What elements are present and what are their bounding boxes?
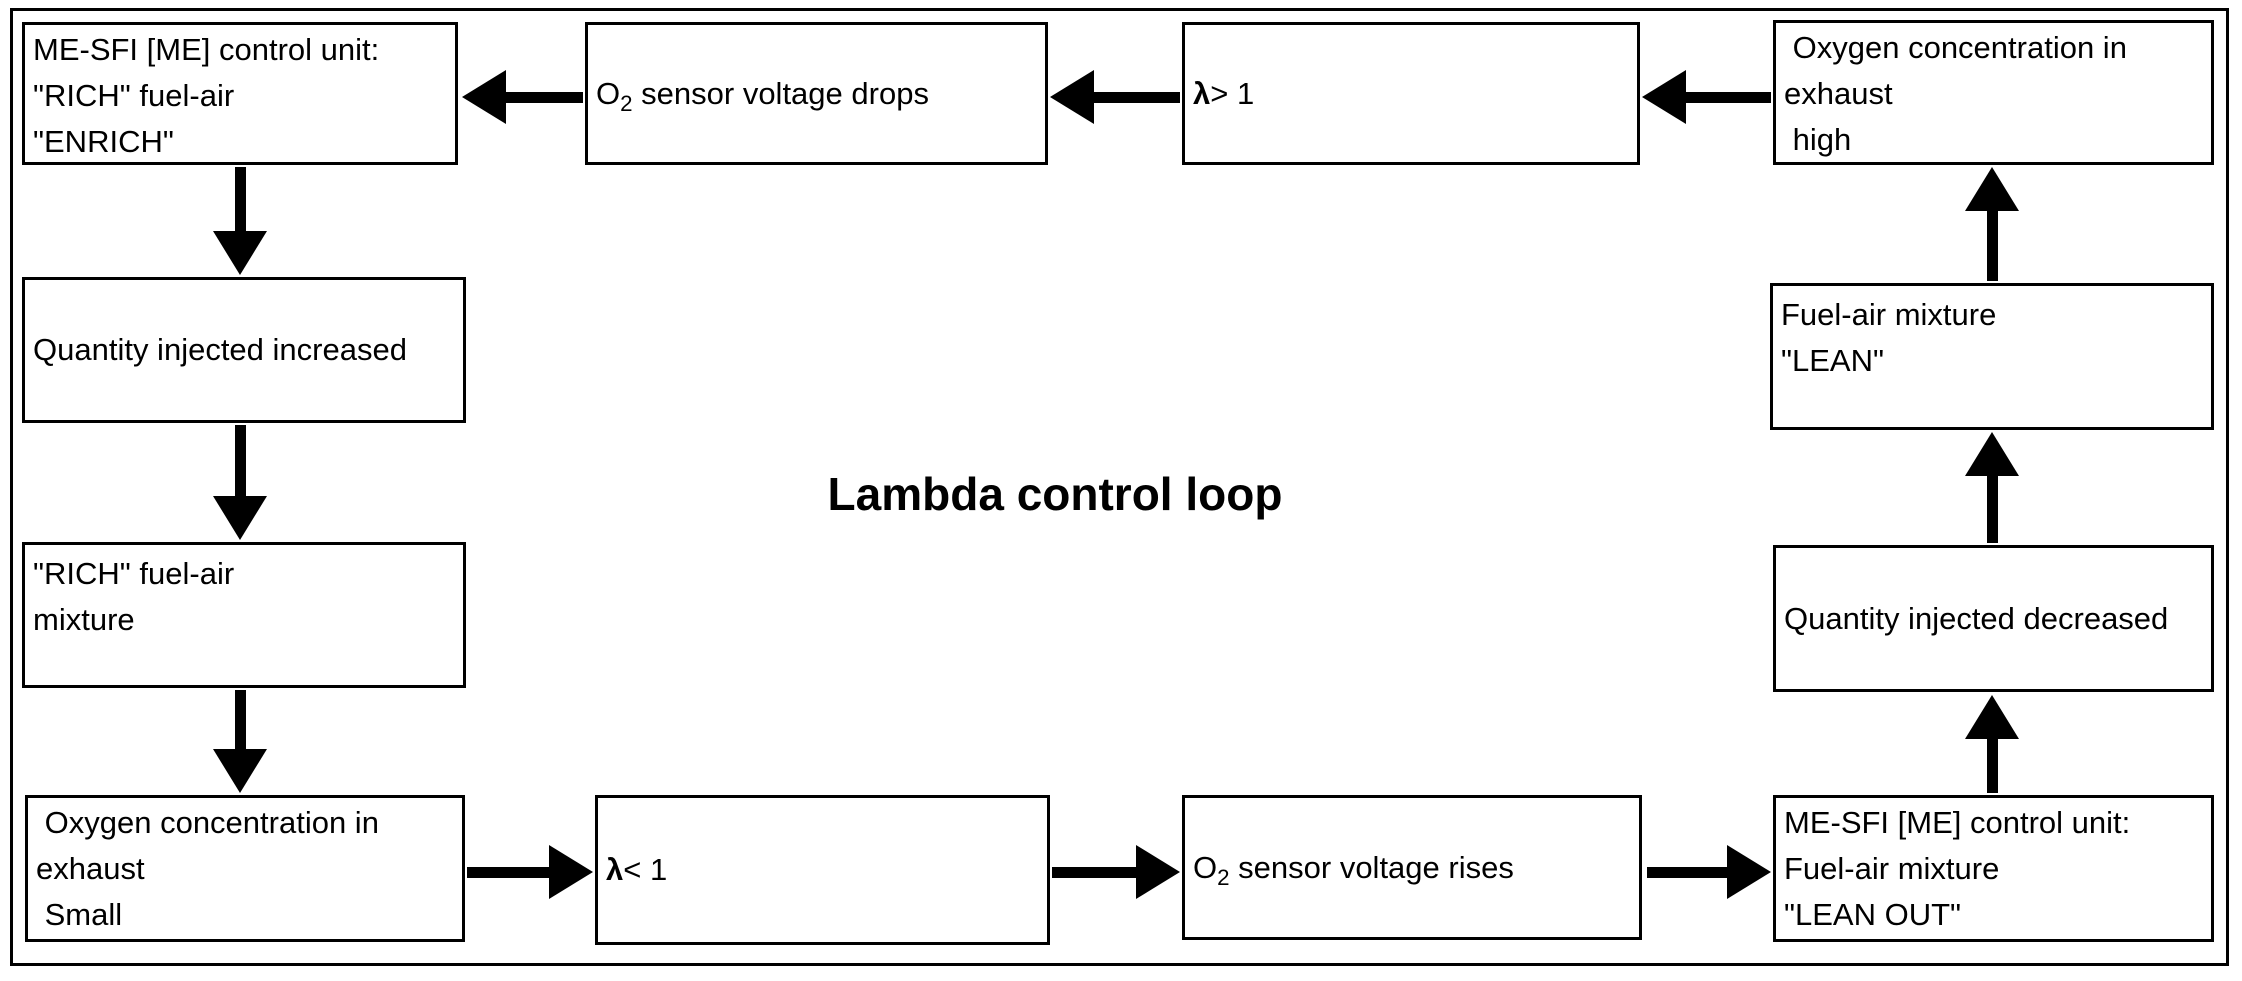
node-oxygen-concentration-small: Oxygen concentration in exhaust Small: [25, 795, 465, 942]
node-text-line: Fuel-air mixture: [1784, 851, 2000, 886]
node-lambda-greater-1: λ> 1: [1182, 22, 1640, 165]
node-me-sfi-lean-out: ME-SFI [ME] control unit: Fuel-air mixtu…: [1773, 795, 2214, 942]
node-o2-sensor-voltage-drops: O2 sensor voltage drops: [585, 22, 1048, 165]
node-text-line: Quantity injected increased: [33, 332, 407, 367]
node-text-line: Fuel-air mixture: [1781, 297, 1997, 332]
node-fuel-air-mixture-lean: Fuel-air mixture "LEAN": [1770, 283, 2214, 430]
node-text-line: "LEAN OUT": [1784, 897, 1962, 932]
node-text-line: "LEAN": [1781, 343, 1884, 378]
arrow-down-icon: [213, 167, 267, 275]
node-text-line: Oxygen concentration in: [36, 805, 379, 840]
diagram-title: Lambda control loop: [827, 468, 1283, 520]
node-oxygen-concentration-high: Oxygen concentration in exhaust high: [1773, 20, 2214, 165]
lambda-symbol: λ: [1193, 75, 1211, 111]
diagram-border: [10, 8, 2229, 966]
arrow-up-icon: [1965, 167, 2019, 281]
arrow-up-icon: [1965, 432, 2019, 543]
node-text-line: ME-SFI [ME] control unit:: [1784, 805, 2131, 840]
node-rich-fuel-air-mixture: "RICH" fuel-air mixture: [22, 542, 466, 688]
arrow-up-icon: [1965, 695, 2019, 793]
arrow-down-icon: [213, 690, 267, 793]
node-o2-sensor-voltage-rises: O2 sensor voltage rises: [1182, 795, 1642, 940]
node-me-sfi-enrich: ME-SFI [ME] control unit: "RICH" fuel-ai…: [22, 22, 458, 165]
arrow-left-icon: [1642, 70, 1771, 124]
node-lambda-less-1: λ< 1: [595, 795, 1050, 945]
arrow-right-icon: [1647, 845, 1771, 899]
node-text-line: λ< 1: [606, 852, 668, 887]
node-text-line: λ> 1: [1193, 75, 1255, 111]
node-quantity-injected-decreased: Quantity injected decreased: [1773, 545, 2214, 692]
node-text-line: "RICH" fuel-air: [33, 78, 235, 113]
node-text-line: Quantity injected decreased: [1784, 600, 2169, 636]
node-quantity-injected-increased: Quantity injected increased: [22, 277, 466, 423]
node-text-line: ME-SFI [ME] control unit:: [33, 32, 380, 67]
arrow-right-icon: [1052, 845, 1180, 899]
node-text-line: exhaust: [36, 851, 145, 886]
arrow-left-icon: [462, 70, 583, 124]
node-text-line: O2 sensor voltage rises: [1193, 849, 1514, 890]
node-text-line: Small: [36, 897, 123, 932]
node-text-line: mixture: [33, 602, 135, 637]
arrow-down-icon: [213, 425, 267, 540]
node-text-line: O2 sensor voltage drops: [596, 75, 929, 116]
arrow-right-icon: [467, 845, 593, 899]
node-text-line: "RICH" fuel-air: [33, 556, 235, 591]
arrow-left-icon: [1050, 70, 1180, 124]
node-text-line: exhaust: [1784, 76, 1893, 111]
lambda-symbol: λ: [606, 852, 624, 887]
node-text-line: Oxygen concentration in: [1784, 30, 2127, 65]
node-text-line: "ENRICH": [33, 124, 174, 159]
node-text-line: high: [1784, 122, 1852, 157]
